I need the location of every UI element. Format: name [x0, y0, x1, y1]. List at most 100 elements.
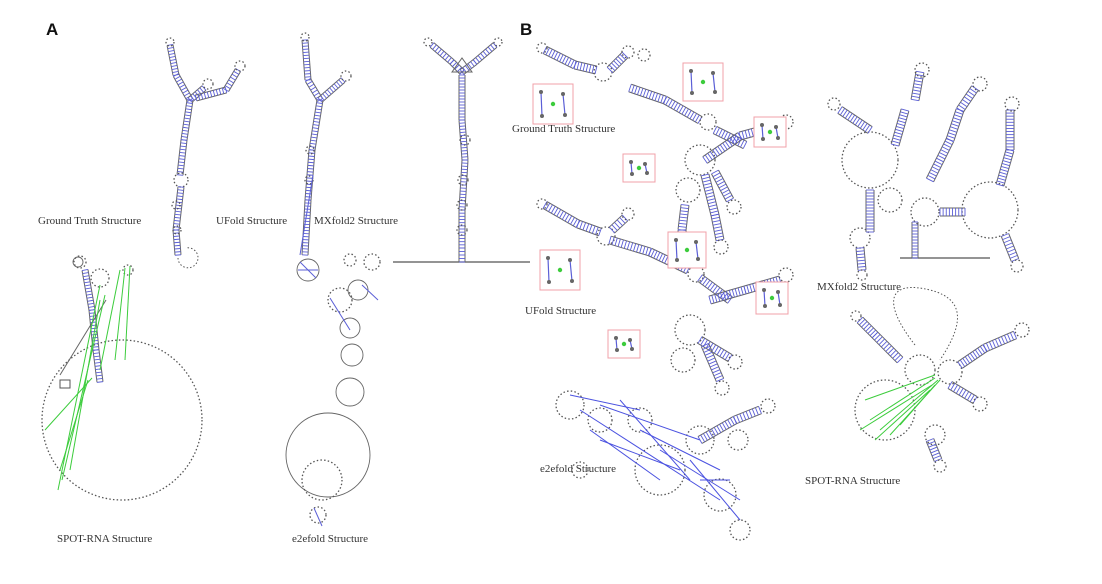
base-pair	[185, 111, 192, 114]
long-range-pair	[299, 174, 314, 256]
base-pair	[553, 51, 559, 60]
loop	[621, 207, 635, 221]
base-pair	[709, 363, 718, 368]
base-pair	[548, 204, 553, 212]
pseudoknot-pair	[899, 384, 936, 426]
base-pair	[626, 241, 631, 250]
inset-nucleotide	[615, 348, 619, 352]
base-pair	[679, 219, 688, 222]
base-pair	[329, 87, 334, 93]
base-pair	[305, 78, 311, 82]
base-pair	[676, 103, 681, 112]
inset-nucleotide	[636, 165, 642, 171]
base-pair	[608, 236, 612, 244]
base-pair	[588, 64, 592, 73]
base-pair	[952, 120, 960, 124]
base-pair	[556, 209, 562, 217]
predicted-pair	[579, 409, 721, 501]
base-pair	[709, 283, 716, 291]
base-pair	[711, 216, 720, 220]
base-pair	[559, 210, 564, 219]
stem-strand	[429, 46, 451, 65]
base-pair	[741, 131, 745, 140]
base-pair	[737, 287, 741, 296]
base-pair	[714, 147, 721, 155]
base-pair	[967, 393, 972, 401]
base-pair	[614, 237, 618, 246]
loop	[933, 459, 947, 473]
base-pair	[324, 91, 330, 97]
base-pair	[747, 129, 751, 138]
base-pair	[175, 207, 182, 210]
base-pair	[660, 95, 664, 103]
base-pair	[725, 291, 730, 299]
inset-nucleotide	[570, 279, 574, 283]
base-pair	[454, 64, 460, 70]
stem-strand	[87, 269, 96, 310]
inset-nucleotide	[776, 290, 780, 294]
base-pair	[611, 62, 618, 69]
base-pair	[991, 340, 997, 348]
base-pair	[699, 276, 706, 284]
base-pair	[542, 46, 548, 54]
base-pair	[928, 443, 937, 448]
base-pair	[706, 354, 714, 359]
base-pair	[477, 55, 483, 61]
stem-strand	[700, 175, 712, 217]
base-pair	[844, 111, 851, 119]
base-pair	[707, 153, 713, 161]
stem-strand	[862, 316, 879, 333]
base-pair	[637, 87, 641, 95]
inset-nucleotide	[630, 347, 634, 351]
inset-nucleotide	[778, 303, 782, 307]
base-pair	[712, 172, 721, 178]
stem-strand	[579, 219, 602, 229]
base-pair	[914, 77, 923, 80]
base-pair	[564, 213, 570, 222]
base-pair	[444, 55, 450, 61]
base-pair	[898, 117, 907, 121]
base-pair	[576, 220, 580, 228]
base-pair	[892, 352, 899, 359]
base-pair	[857, 266, 866, 268]
base-pair	[567, 215, 573, 223]
base-pair	[591, 65, 595, 74]
large-hairpin-loop	[41, 339, 203, 501]
base-pair	[180, 145, 187, 148]
predicted-pair	[599, 404, 701, 441]
base-pair	[313, 507, 323, 527]
stem-strand	[666, 96, 703, 117]
inset-nucleotide	[696, 257, 700, 261]
base-pair	[713, 372, 722, 377]
base-pair	[956, 107, 964, 113]
multiloop	[451, 57, 473, 73]
base-pair	[915, 70, 925, 74]
base-pair	[936, 157, 944, 163]
base-pair	[885, 345, 892, 352]
loop	[856, 269, 868, 281]
base-pair	[697, 274, 703, 282]
base-pair	[890, 350, 897, 357]
base-pair	[475, 57, 480, 63]
base-pair	[719, 144, 726, 152]
base-pair	[1003, 335, 1009, 343]
loop	[172, 225, 182, 235]
base-pair	[947, 381, 953, 389]
loop	[456, 199, 468, 211]
base-pair	[751, 408, 756, 417]
base-pair	[588, 224, 593, 233]
base-pair	[183, 120, 190, 123]
base-pair	[434, 46, 440, 52]
base-pair	[997, 177, 1006, 181]
inset-pair	[761, 124, 764, 140]
loop	[301, 459, 343, 501]
base-pair	[948, 132, 956, 136]
base-pair	[967, 354, 973, 362]
stem-strand	[951, 381, 978, 397]
base-pair	[608, 64, 616, 72]
base-pair	[310, 136, 318, 139]
loop	[685, 425, 715, 455]
inset-nucleotide	[769, 295, 775, 301]
base-pair	[169, 55, 176, 59]
base-pair	[702, 345, 711, 350]
